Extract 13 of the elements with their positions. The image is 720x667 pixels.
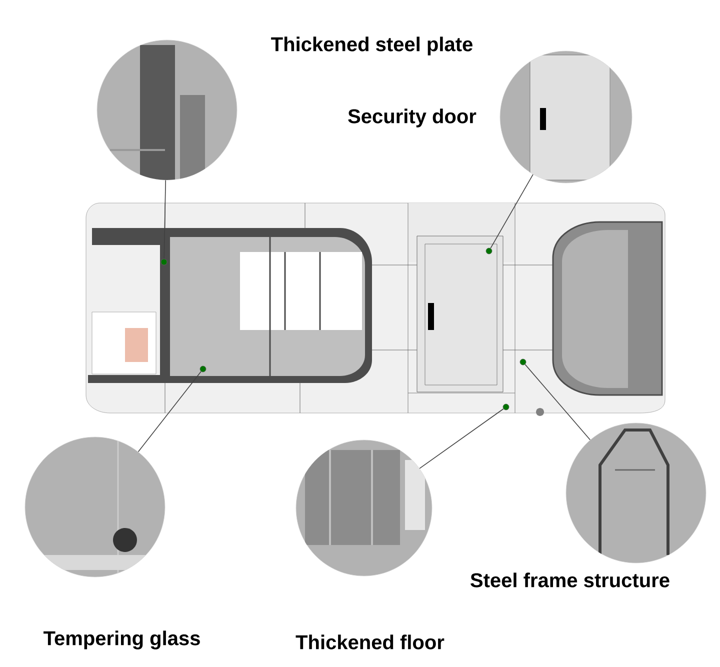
callout-label: Steel frame structure — [470, 572, 670, 588]
callout-label: Tempering glass — [44, 630, 200, 650]
leader-line — [524, 364, 591, 440]
photo-circle — [296, 440, 432, 576]
callout-label: Thickened floor — [296, 634, 444, 650]
leader-line — [419, 408, 504, 469]
photo-circle — [500, 50, 632, 184]
callout-label: Thickened steel plate — [271, 36, 472, 56]
leader-line — [490, 174, 534, 249]
photo-circle — [96, 40, 238, 180]
photo-circle — [566, 422, 706, 564]
photo-circle — [24, 436, 166, 578]
callout-label: Security door — [348, 108, 476, 128]
